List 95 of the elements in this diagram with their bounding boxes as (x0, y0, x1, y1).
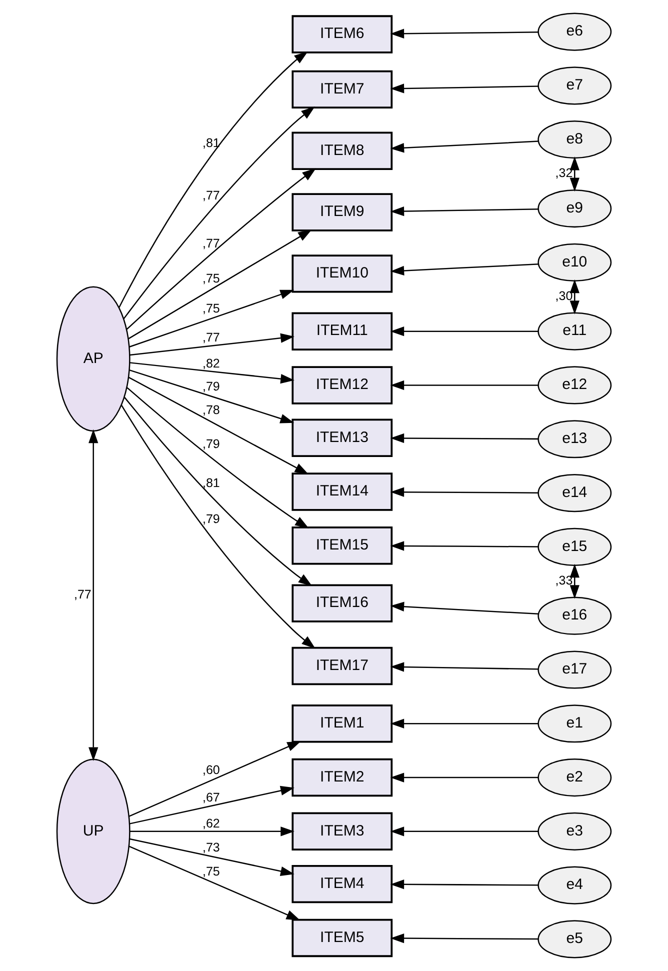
arrow (130, 362, 294, 384)
arrow (129, 846, 300, 920)
node-box: ITEM4 (292, 864, 393, 904)
arrow (121, 404, 316, 649)
node-ellipse: e6 (538, 12, 612, 51)
arrow (118, 51, 308, 308)
arrow (130, 826, 294, 836)
arrow (390, 772, 538, 782)
arrow (390, 662, 538, 672)
node-ellipse: e2 (538, 758, 612, 797)
edge-label: ,62 (202, 816, 220, 831)
node-ellipse: e1 (538, 704, 612, 743)
node-ellipse: e11 (538, 312, 612, 350)
arrow (124, 396, 312, 586)
node-box: ITEM8 (292, 132, 393, 170)
arrow (390, 140, 538, 153)
node-box: ITEM12 (292, 366, 393, 404)
node-box: ITEM3 (292, 812, 393, 851)
arrow (390, 826, 538, 836)
arrow (570, 156, 580, 192)
node-ellipse: AP (56, 286, 130, 432)
arrow (390, 718, 538, 728)
node-ellipse: e4 (538, 866, 612, 904)
arrow (130, 333, 294, 356)
node-box: ITEM15 (292, 526, 393, 565)
edge-label: ,79 (202, 512, 220, 526)
arrow (88, 429, 98, 762)
node-box: ITEM1 (292, 704, 393, 743)
arrow (130, 838, 294, 876)
node-box: ITEM13 (292, 418, 393, 457)
arrow (129, 741, 302, 817)
arrow (390, 541, 538, 551)
edge-label: ,78 (202, 403, 220, 418)
node-ellipse: e8 (538, 120, 612, 159)
node-ellipse: e13 (538, 420, 612, 458)
arrow (390, 602, 538, 615)
edge-label: ,77 (74, 587, 92, 602)
node-box: ITEM6 (292, 15, 393, 54)
node-ellipse: e7 (538, 66, 612, 105)
arrow (390, 326, 538, 336)
arrow (390, 433, 538, 444)
edge-label: ,75 (202, 864, 220, 878)
edge-label: ,82 (202, 356, 220, 371)
node-box: ITEM9 (292, 193, 393, 232)
node-ellipse: e16 (538, 596, 612, 635)
edge-label: ,75 (202, 271, 220, 286)
node-ellipse: e12 (538, 366, 612, 404)
edge-label: ,75 (202, 302, 220, 316)
edge-label: ,33 (555, 574, 573, 588)
arrow (390, 380, 538, 390)
arrow (390, 28, 538, 38)
arrow (390, 206, 538, 216)
node-ellipse: e10 (538, 243, 612, 282)
node-box: ITEM16 (292, 584, 393, 622)
node-box: ITEM17 (292, 646, 393, 686)
node-box: ITEM2 (292, 758, 393, 797)
node-ellipse: e14 (538, 474, 612, 512)
arrow (390, 487, 538, 497)
arrow (390, 264, 538, 276)
node-ellipse: e9 (538, 189, 612, 228)
arrow (123, 106, 315, 320)
arrow (390, 84, 538, 94)
edge-label: ,79 (202, 436, 220, 451)
edge-label: ,81 (202, 476, 220, 490)
edge-label: ,77 (202, 236, 220, 250)
arrow (570, 564, 580, 599)
node-ellipse: e17 (538, 650, 612, 689)
edge-label: ,77 (202, 188, 220, 203)
arrow (570, 279, 580, 314)
edge-label: ,79 (202, 379, 220, 394)
arrow (390, 933, 538, 944)
arrow (129, 369, 294, 424)
arrow (126, 387, 309, 528)
node-box: ITEM5 (292, 918, 393, 958)
node-ellipse: e15 (538, 528, 612, 566)
arrow (126, 168, 316, 330)
arrow (128, 230, 312, 340)
edge-label: ,81 (202, 136, 220, 150)
node-box: ITEM10 (292, 254, 393, 293)
edge-label: ,73 (202, 840, 220, 854)
arrow (390, 880, 538, 890)
node-box: ITEM14 (292, 472, 393, 511)
edge-label: ,32 (555, 166, 573, 180)
node-ellipse: e5 (538, 920, 612, 958)
edge-label: ,30 (555, 289, 573, 304)
arrow (130, 786, 294, 824)
arrow (129, 290, 294, 348)
edge-label: ,67 (202, 790, 220, 804)
node-ellipse: UP (56, 758, 130, 904)
edge-label: ,60 (202, 762, 220, 777)
node-box: ITEM7 (292, 70, 393, 109)
edge-label: ,77 (202, 330, 220, 344)
node-ellipse: e3 (538, 812, 612, 850)
arrow (128, 376, 309, 474)
node-box: ITEM11 (292, 312, 393, 350)
